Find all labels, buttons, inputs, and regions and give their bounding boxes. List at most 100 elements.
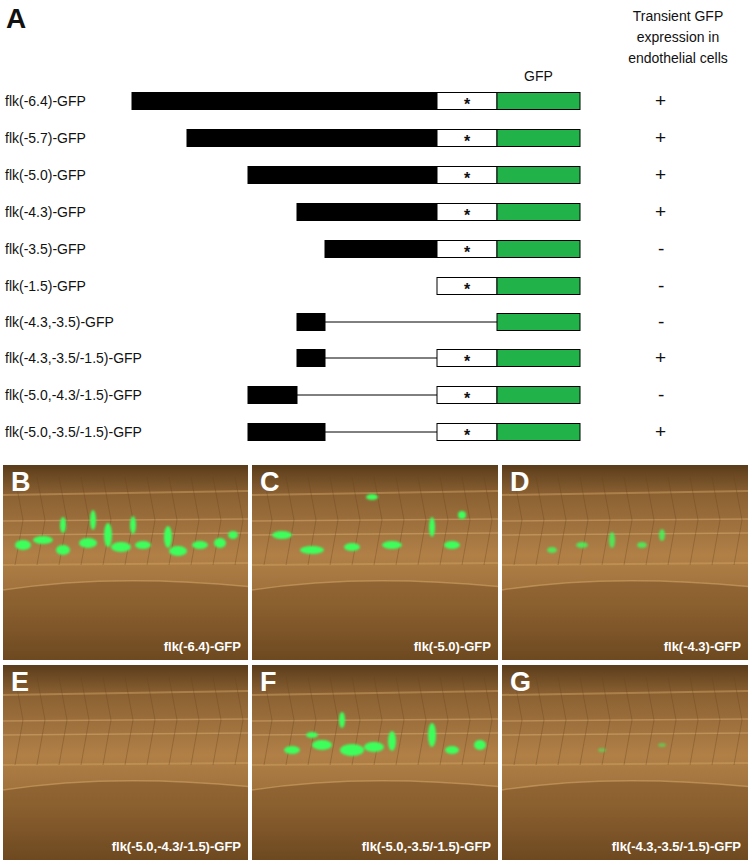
- gfp-cell: [312, 740, 332, 750]
- gfp-cell: [637, 542, 647, 548]
- gfp-box: [497, 278, 580, 295]
- promoter-bar: [248, 167, 437, 184]
- gfp-cell: [444, 541, 460, 549]
- gfp-cell: [445, 746, 459, 754]
- micrograph-panel: Dflk(-4.3)-GFP: [502, 465, 748, 660]
- micrograph-panel: Bflk(-6.4)-GFP: [3, 465, 248, 660]
- promoter-bar: [187, 130, 437, 147]
- embryo-micrograph: [502, 465, 750, 665]
- gfp-cell: [366, 494, 378, 500]
- gfp-cell: [340, 744, 364, 756]
- promoter-bar: [132, 93, 437, 110]
- panel-letter: C: [260, 468, 280, 498]
- gfp-cell: [164, 526, 172, 548]
- gfp-cell: [284, 746, 300, 754]
- gfp-box: [497, 167, 580, 184]
- panel-letter: D: [510, 468, 530, 498]
- gfp-cell: [33, 536, 53, 544]
- gfp-cell: [306, 732, 318, 738]
- expression-result: -: [658, 275, 664, 298]
- gfp-box: [497, 424, 580, 441]
- gfp-cells: [272, 494, 466, 554]
- panel-letter: G: [510, 668, 531, 698]
- construct-name: flk(-6.4)-GFP: [5, 93, 86, 110]
- gfp-cell: [659, 529, 665, 541]
- gfp-box: [497, 241, 580, 258]
- site-marker: *: [464, 280, 470, 299]
- embryo-texture: [502, 465, 750, 665]
- construct-name: flk(-4.3,-3.5/-1.5)-GFP: [5, 350, 142, 367]
- embryo-micrograph: [252, 465, 502, 665]
- promoter-bar: [325, 241, 437, 258]
- gfp-cell: [458, 511, 466, 519]
- embryo-texture: [252, 465, 502, 665]
- gfp-cell: [364, 742, 384, 752]
- gfp-cell: [300, 546, 324, 554]
- site-marker: *: [464, 426, 470, 445]
- embryo-texture: [3, 665, 253, 863]
- gfp-cell: [428, 723, 436, 747]
- gfp-cell: [344, 543, 360, 551]
- construct-name: flk(-5.0)-GFP: [5, 167, 86, 184]
- gfp-box: [497, 387, 580, 404]
- gfp-cell: [658, 743, 666, 747]
- promoter-bar: [297, 204, 437, 221]
- site-marker: *: [464, 169, 470, 188]
- gfp-cell: [382, 541, 402, 549]
- gfp-cell: [56, 545, 70, 555]
- expression-result: +: [655, 164, 666, 187]
- deletion-line: [297, 395, 437, 396]
- gfp-box: [497, 93, 580, 110]
- promoter-bar: [297, 314, 325, 331]
- panel-letter: A: [6, 2, 26, 36]
- gfp-box: [497, 204, 580, 221]
- deletion-line: [325, 432, 437, 433]
- construct-name: flk(-5.7)-GFP: [5, 130, 86, 147]
- micrograph-panel: Gflk(-4.3,-3.5/-1.5)-GFP: [502, 665, 748, 860]
- embryo-micrograph: [252, 665, 502, 863]
- micrograph-panel: Fflk(-5.0,-3.5/-1.5)-GFP: [252, 665, 498, 860]
- panel-letter: E: [11, 668, 29, 698]
- construct-label: flk(-5.0,-3.5/-1.5)-GFP: [362, 839, 491, 855]
- construct-name: flk(-4.3,-3.5)-GFP: [5, 314, 114, 331]
- embryo-texture: [3, 465, 253, 665]
- site-marker: *: [464, 389, 470, 408]
- micrograph-panel: Eflk(-5.0,-4.3/-1.5)-GFP: [3, 665, 248, 860]
- gfp-cells: [547, 529, 665, 553]
- promoter-bar: [297, 350, 325, 367]
- gfp-cell: [429, 517, 435, 537]
- expression-result: -: [658, 238, 664, 261]
- embryo-micrograph: [3, 465, 253, 665]
- embryo-texture: [252, 665, 502, 863]
- construct-name: flk(-4.3)-GFP: [5, 204, 86, 221]
- gfp-cell: [609, 532, 615, 548]
- construct-label: flk(-6.4)-GFP: [164, 639, 241, 655]
- gfp-cells: [284, 712, 486, 756]
- site-marker: *: [464, 132, 470, 151]
- gfp-cell: [228, 531, 238, 539]
- expression-result: +: [655, 421, 666, 444]
- site-marker: *: [464, 95, 470, 114]
- deletion-line: [325, 358, 437, 359]
- gfp-cell: [214, 538, 226, 548]
- construct-name: flk(-5.0,-4.3/-1.5)-GFP: [5, 387, 142, 404]
- embryo-texture: [502, 665, 750, 863]
- gfp-cell: [60, 517, 66, 533]
- expression-result: +: [655, 347, 666, 370]
- gfp-cell: [90, 510, 96, 530]
- promoter-bar: [248, 387, 297, 404]
- expression-result: -: [658, 384, 664, 407]
- expression-result: +: [655, 90, 666, 113]
- embryo-micrograph: [3, 665, 253, 863]
- site-marker: *: [464, 206, 470, 225]
- gfp-cell: [130, 516, 136, 534]
- site-marker: *: [464, 352, 470, 371]
- panel-letter: F: [260, 668, 277, 698]
- embryo-micrograph: [502, 665, 750, 863]
- column-label: GFP: [524, 68, 553, 85]
- gfp-box: [497, 350, 580, 367]
- gfp-box: [497, 314, 580, 331]
- gfp-cell: [192, 541, 208, 549]
- gfp-cell: [272, 531, 292, 539]
